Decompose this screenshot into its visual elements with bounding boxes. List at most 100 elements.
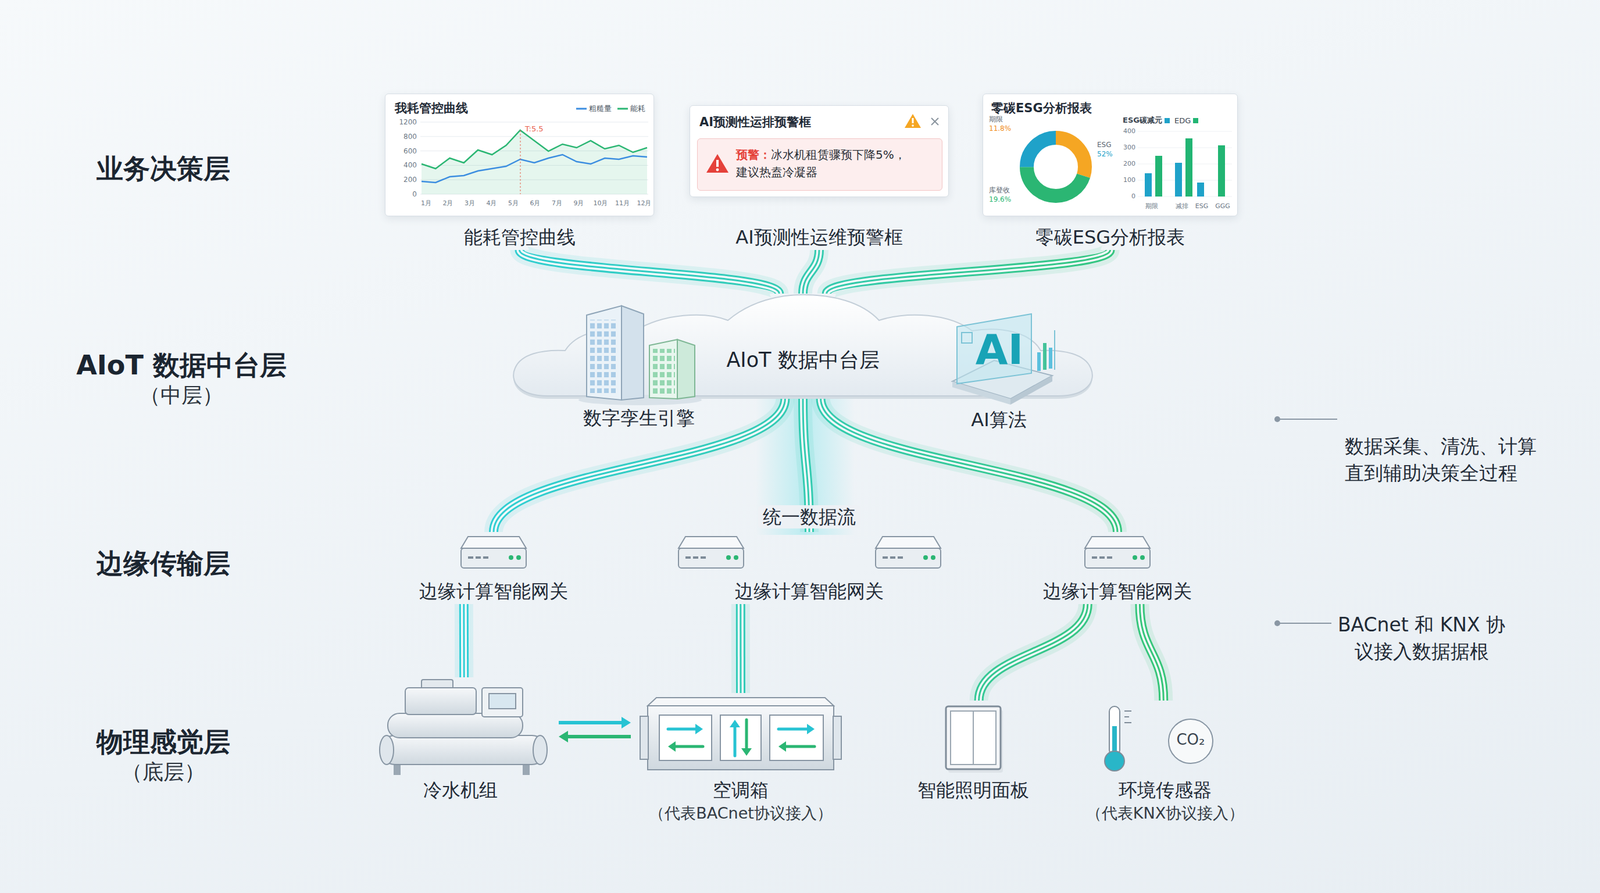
connector-core xyxy=(493,398,785,532)
connector-glow xyxy=(802,250,820,294)
ahu-icon-part xyxy=(647,705,834,770)
side-note: 数据采集、清洗、计算 直到辅助决策全过程 xyxy=(1344,433,1546,487)
icon-box xyxy=(675,531,944,579)
router1-icon-part xyxy=(1084,536,1150,549)
node-label: 边缘计算智能网关 xyxy=(1043,578,1192,605)
connector xyxy=(519,250,780,294)
axis-tick: 800 xyxy=(388,131,417,142)
device-node: 冷水机组 xyxy=(370,677,551,803)
legend-line-part xyxy=(617,108,628,110)
ahu-icon-part xyxy=(741,748,752,756)
axis-tick: 600 xyxy=(388,146,417,156)
legend-swatch xyxy=(1193,118,1199,124)
router1-icon xyxy=(459,531,528,579)
chiller-icon-part xyxy=(481,687,523,717)
ahu-icon-part xyxy=(675,745,703,749)
connector xyxy=(463,604,464,678)
connector-gap xyxy=(802,250,820,294)
layer-plate-shape-part xyxy=(288,637,1329,645)
ai-icon-part xyxy=(1010,375,1053,405)
connector-bundle xyxy=(979,604,1088,701)
light-icon-part xyxy=(948,709,1003,773)
router1-icon-part xyxy=(468,556,474,559)
alert-text: 预警：冰水机租赁骤预下降5%， 建议热盍冷凝器 xyxy=(736,145,917,181)
connector-core xyxy=(820,398,1118,532)
layer-plate-shape xyxy=(288,472,1329,645)
ai-icon-part xyxy=(1043,343,1047,370)
donut-label: ESG xyxy=(1097,140,1112,150)
donut-and-bars-part xyxy=(1026,137,1085,196)
light-icon xyxy=(941,700,1006,778)
router1-icon-part xyxy=(1084,548,1150,569)
sensor-icon-part xyxy=(1104,751,1125,771)
device-node: 数字孪生引擎 xyxy=(575,297,703,431)
esg-legend: ESG碳减元EDG xyxy=(1122,115,1199,126)
layer-plate: 边缘传输层边缘计算智能网关边缘计算智能网关边缘计算智能网关 xyxy=(288,472,1329,645)
node-label: 空调箱 xyxy=(712,777,769,803)
connector xyxy=(820,398,1118,532)
donut-and-bars-part xyxy=(1137,131,1232,132)
icon-box xyxy=(1083,531,1152,579)
axis-tick: 200 xyxy=(1118,159,1136,169)
router1-icon-part xyxy=(516,555,521,560)
connector-glow xyxy=(820,398,1118,532)
node-sublabel: （代表BACnet协议接入） xyxy=(648,802,833,824)
connector-core xyxy=(519,250,780,294)
layer-plate-shape-part xyxy=(288,79,1334,269)
connector-glow xyxy=(519,250,780,294)
donut-label: 11.8% xyxy=(988,124,1012,134)
connector-glow xyxy=(454,604,474,678)
donut-and-bars-part xyxy=(1155,155,1163,197)
layer-plate-shape-part xyxy=(292,289,1334,456)
donut-and-bars-part xyxy=(1175,162,1182,197)
light-icon-part xyxy=(945,706,1001,770)
layer-heading: 边缘传输层 xyxy=(18,547,309,580)
icon-box: CO₂ xyxy=(1095,700,1235,778)
donut-and-bars-part xyxy=(1026,137,1085,196)
warning-triangle-part xyxy=(904,113,921,128)
device-node: CO₂环境传感器（代表KNX协议接入） xyxy=(1086,700,1245,824)
connector-bundle xyxy=(826,250,1111,294)
donut-and-bars-part xyxy=(1144,173,1152,197)
chiller-icon-part xyxy=(533,735,548,765)
donut-and-bars-part xyxy=(1185,138,1193,197)
connector-glow xyxy=(979,604,1088,701)
chiller-icon-part xyxy=(380,735,546,765)
layer-plate-shape-part xyxy=(285,73,1329,259)
ai-icon-part xyxy=(952,381,1011,405)
router1-icon-part xyxy=(1106,556,1113,559)
device-node: 边缘计算智能网关 xyxy=(419,531,569,605)
close-cross-part xyxy=(931,118,939,125)
router2-icon-part xyxy=(875,548,941,569)
layer-plate-shape-part xyxy=(288,283,1329,446)
connector-gap xyxy=(1139,604,1164,701)
alert-prefix: 预警： xyxy=(736,147,771,162)
ahu-icon-part xyxy=(806,723,815,735)
legend-swatch xyxy=(1164,118,1170,124)
axis-category: GGG xyxy=(1212,202,1233,211)
donut-and-bars-part xyxy=(1137,180,1232,181)
card-caption: 零碳ESG分析报表 xyxy=(959,225,1262,249)
axis-month: 11月 xyxy=(612,198,634,208)
router2-icon-part xyxy=(875,536,941,549)
ahu-icon-part xyxy=(833,716,842,760)
axis-tick: 300 xyxy=(1118,143,1136,152)
donut-and-bars-part xyxy=(1026,137,1085,196)
axis-month: 12月 xyxy=(633,198,655,208)
donut-and-bars-part xyxy=(1137,196,1232,198)
sensor-icon-part xyxy=(1124,722,1132,724)
axis-tick: 400 xyxy=(388,160,417,170)
donut-and-bars-part xyxy=(1137,147,1232,149)
bldg-icon-part xyxy=(590,319,619,394)
axis-category: ESG xyxy=(1191,202,1212,211)
layer-subtitle: （中层） xyxy=(36,381,327,409)
bldg-icon-part xyxy=(652,348,675,395)
node-sublabel: （代表KNX协议接入） xyxy=(1086,802,1245,824)
donut-label: 库登收 xyxy=(988,186,1010,195)
router2-icon-part xyxy=(897,556,903,559)
donut-label: 52% xyxy=(1097,150,1113,159)
warning-triangle xyxy=(904,112,922,130)
legend-line-sample xyxy=(576,105,587,113)
axis-tick: 100 xyxy=(1118,176,1136,185)
